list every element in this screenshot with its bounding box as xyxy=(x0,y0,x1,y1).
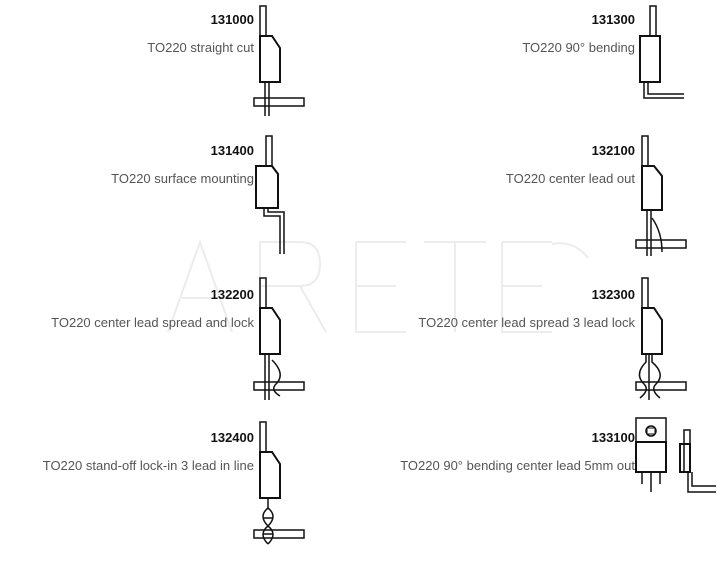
component-drawing-surface-mounting xyxy=(244,136,304,258)
component-drawing-90-bending-center-lead-5mm xyxy=(634,418,720,498)
component-drawing-spread-and-lock xyxy=(250,278,310,404)
component-drawing-center-lead-out xyxy=(632,136,692,258)
part-description: TO220 stand-off lock-in 3 lead in line xyxy=(42,458,254,473)
part-description: TO220 90° bending xyxy=(522,40,635,55)
part-code: 131300 xyxy=(591,12,635,27)
part-description: TO220 center lead spread and lock xyxy=(51,315,254,330)
part-code: 132300 xyxy=(591,287,635,302)
component-drawing-spread-3-lead-lock xyxy=(632,278,692,404)
part-description: TO220 center lead out xyxy=(505,171,635,186)
component-drawing-stand-off-lock-in xyxy=(250,422,310,550)
part-description: TO220 center lead spread 3 lead lock xyxy=(418,315,635,330)
part-description: TO220 straight cut xyxy=(147,40,254,55)
part-code: 133100 xyxy=(591,430,635,445)
part-code: 132100 xyxy=(591,143,635,158)
part-description: TO220 90° bending center lead 5mm out xyxy=(400,458,635,473)
part-code: 131000 xyxy=(210,12,254,27)
component-drawing-straight-cut xyxy=(250,6,310,118)
component-drawing-90-bending xyxy=(636,6,696,106)
part-code: 132400 xyxy=(210,430,254,445)
part-code: 132200 xyxy=(210,287,254,302)
part-code: 131400 xyxy=(210,143,254,158)
part-description: TO220 surface mounting xyxy=(111,171,254,186)
